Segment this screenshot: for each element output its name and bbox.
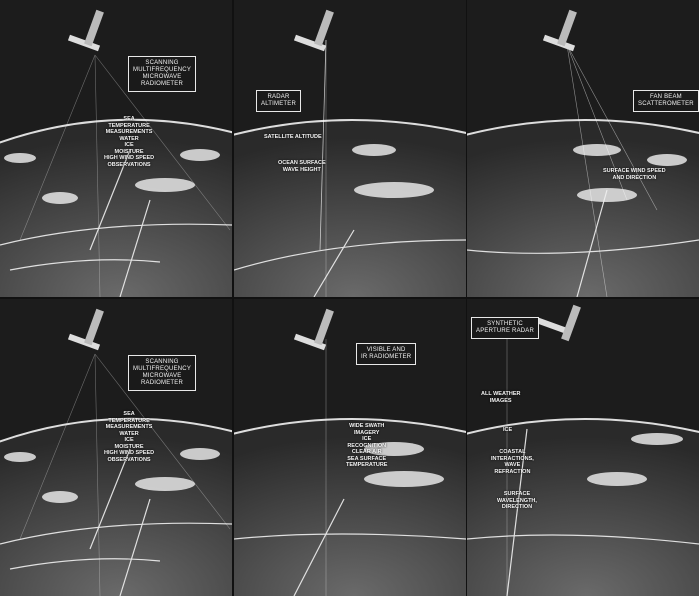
satellite-icon xyxy=(542,9,577,52)
measurement-annotation: SEA TEMPERATURE MEASUREMENTS WATER ICE M… xyxy=(104,116,155,168)
panel-visible-ir-radiometer: VISIBLE AND IR RADIOMETER WIDE SWATH IMA… xyxy=(234,299,466,596)
instrument-label: RADAR ALTIMETER xyxy=(256,90,302,112)
earth-scene xyxy=(0,299,232,596)
measurement-annotation: SURFACE WAVELENGTH, DIRECTION xyxy=(497,491,537,510)
panel-radar-altimeter: RADAR ALTIMETER SATELLITE ALTITUDE OCEAN… xyxy=(234,0,466,297)
measurement-annotation: SEA TEMPERATURE MEASUREMENTS WATER ICE M… xyxy=(104,411,155,463)
measurement-annotation: COASTAL INTERACTIONS, WAVE REFRACTION xyxy=(491,449,534,475)
earth-scene xyxy=(234,0,466,297)
measurement-annotation: OCEAN SURFACE WAVE HEIGHT xyxy=(278,160,326,173)
instrument-label: VISIBLE AND IR RADIOMETER xyxy=(356,343,417,365)
earth-scene xyxy=(467,0,699,297)
satellite-icon xyxy=(293,308,334,351)
instrument-label: SCANNING MULTIFREQUENCY MICROWAVE RADIOM… xyxy=(128,56,197,92)
earth-scene xyxy=(0,0,232,297)
measurement-annotation: WIDE SWATH IMAGERY ICE RECOGNITION CLEAR… xyxy=(346,423,388,468)
earth-scene xyxy=(234,299,466,596)
panel-synthetic-aperture-radar: SYNTHETIC APERTURE RADAR ALL WEATHER IMA… xyxy=(467,299,699,596)
satellite-icon xyxy=(67,9,104,52)
measurement-annotation: ICE xyxy=(503,427,513,433)
satellite-icon xyxy=(67,308,104,351)
panel-microwave-radiometer-bottom: SCANNING MULTIFREQUENCY MICROWAVE RADIOM… xyxy=(0,299,232,596)
satellite-icon xyxy=(536,304,581,342)
instrument-label: SYNTHETIC APERTURE RADAR xyxy=(471,317,540,339)
measurement-annotation: ALL WEATHER IMAGES xyxy=(481,391,521,404)
instrument-label: SCANNING MULTIFREQUENCY MICROWAVE RADIOM… xyxy=(128,355,197,391)
panel-scatterometer: FAN BEAM SCATTEROMETER SURFACE WIND SPEE… xyxy=(467,0,699,297)
earth-scene xyxy=(467,299,699,596)
satellite-icon xyxy=(293,9,334,52)
measurement-annotation: SATELLITE ALTITUDE xyxy=(264,134,322,140)
measurement-annotation: SURFACE WIND SPEED AND DIRECTION xyxy=(603,168,666,181)
instrument-label: FAN BEAM SCATTEROMETER xyxy=(633,90,699,112)
panel-microwave-radiometer-top: SCANNING MULTIFREQUENCY MICROWAVE RADIOM… xyxy=(0,0,232,297)
